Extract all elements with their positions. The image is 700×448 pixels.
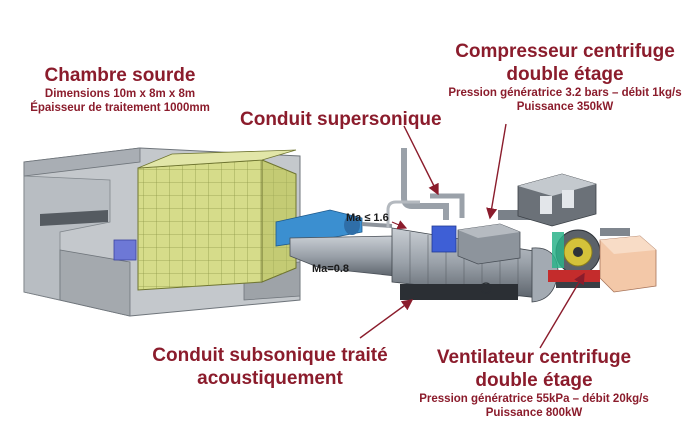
mach-high-arrow: [391, 220, 408, 230]
chamber-label: Chambre sourde Dimensions 10m x 8m x 8m …: [10, 64, 230, 115]
mach-low-label: Ma=0.8: [312, 263, 349, 275]
subsonic-label: Conduit subsonique traité acoustiquement: [150, 344, 390, 390]
subsonic-title-1: Conduit subsonique traité: [152, 345, 388, 366]
fan-spec-1: Pression génératrice 55kPa – débit 20kg/…: [419, 393, 649, 405]
fan-spec-2: Puissance 800kW: [485, 407, 583, 419]
compressor-system: [386, 148, 597, 265]
supersonic-label: Conduit supersonique: [240, 109, 442, 130]
subsonic-arrow: [359, 299, 414, 339]
fan-title-2: double étage: [475, 370, 593, 391]
fan-arrow: [539, 272, 585, 349]
compressor-title-2: double étage: [506, 64, 624, 85]
fan-title-1: Ventilateur centrifuge: [436, 347, 632, 368]
compressor-spec-2: Puissance 350kW: [516, 101, 614, 113]
subsonic-title-2: acoustiquement: [197, 368, 343, 389]
compressor-spec-1: Pression génératrice 3.2 bars – débit 1k…: [448, 87, 682, 99]
supersonic-arrow: [403, 125, 439, 196]
compressor-title-1: Compresseur centrifuge: [455, 41, 675, 62]
fan-system: [548, 228, 657, 293]
compressor-arrow: [486, 123, 507, 220]
chamber-treatment: Épaisseur de traitement 1000mm: [30, 102, 210, 114]
subsonic-duct: [289, 227, 559, 303]
chamber-title: Chambre sourde: [44, 65, 196, 86]
compressor-label: Compresseur centrifuge double étage Pres…: [432, 40, 698, 114]
anechoic-chamber: [137, 149, 297, 291]
mach-high-label: Ma ≤ 1.6: [346, 212, 389, 224]
chamber-dimensions: Dimensions 10m x 8m x 8m: [44, 88, 196, 100]
fan-label: Ventilateur centrifuge double étage Pres…: [400, 346, 668, 420]
